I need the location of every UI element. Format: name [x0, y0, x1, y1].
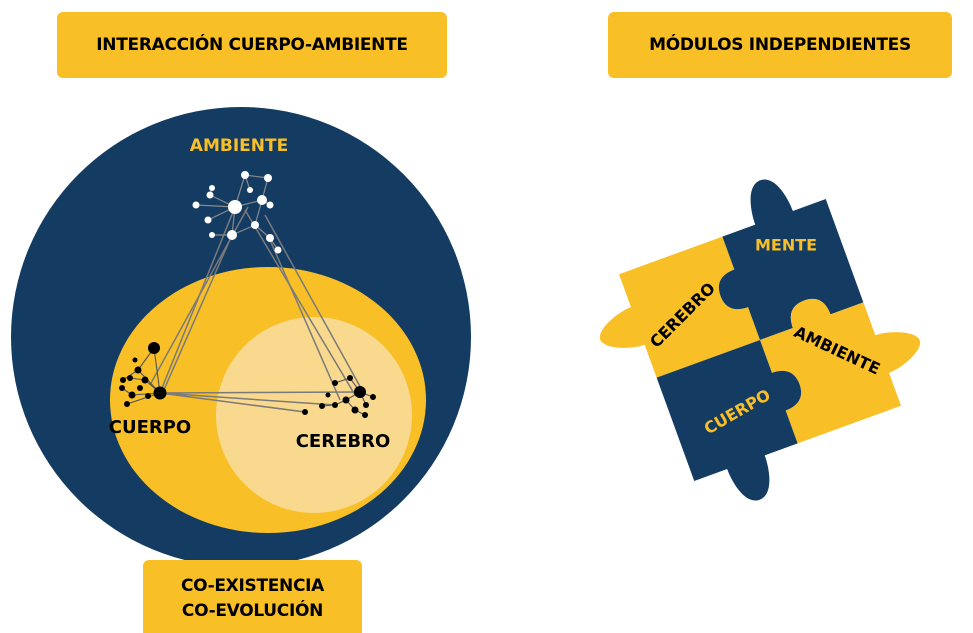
puzzle-piece-cerebro [599, 236, 760, 378]
puzzle-piece-cuerpo [656, 340, 802, 501]
header-interaccion: INTERACCIÓN CUERPO-AMBIENTE [57, 12, 447, 78]
header-modulos-text: MÓDULOS INDEPENDIENTES [649, 35, 911, 55]
footer-line2: CO-EVOLUCIÓN [181, 600, 324, 621]
cerebro-circle [216, 317, 412, 513]
puzzle: CEREBRO MENTE CUERPO AMBIENTE [599, 179, 921, 501]
ambiente-label: AMBIENTE [190, 136, 288, 156]
puzzle-piece-ambiente [760, 298, 921, 444]
cuerpo-label: CUERPO [109, 417, 191, 438]
cerebro-label: CEREBRO [296, 431, 391, 452]
cerebro-network [302, 375, 376, 418]
puzzle-piece-mente [718, 179, 864, 340]
footer-line1: CO-EXISTENCIA [180, 575, 325, 596]
cuerpo-network [119, 342, 167, 407]
footer-coexistencia: CO-EXISTENCIA CO-EVOLUCIÓN [143, 560, 362, 633]
ambiente-network [192, 171, 282, 254]
header-modulos: MÓDULOS INDEPENDIENTES [608, 12, 952, 78]
puzzle-label-mente: MENTE [755, 236, 817, 255]
header-interaccion-text: INTERACCIÓN CUERPO-AMBIENTE [96, 35, 408, 55]
